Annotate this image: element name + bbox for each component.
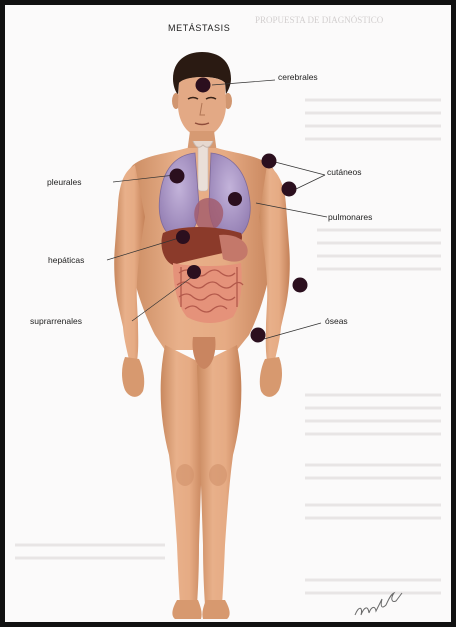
diagram-title: METÁSTASIS	[168, 23, 230, 33]
label-oseas: óseas	[325, 316, 348, 326]
metastasis-dot-hepaticas	[176, 230, 190, 244]
bleed-heading: PROPUESTA DE DIAGNÓSTICO	[255, 15, 384, 25]
metastasis-dot-cutaneos-1	[262, 154, 277, 169]
label-hepaticas: hepáticas	[48, 255, 84, 265]
metastasis-dot-oseas-2	[251, 328, 266, 343]
label-cutaneos: cutáneos	[327, 167, 362, 177]
label-pleurales: pleurales	[47, 177, 82, 187]
metastasis-dot-oseas-1	[293, 278, 308, 293]
label-pulmonares: pulmonares	[328, 212, 372, 222]
metastasis-diagram: PROPUESTA DE DIAGNÓSTICO METÁSTASIS	[5, 5, 451, 622]
label-suprarrenales: suprarrenales	[30, 316, 82, 326]
metastasis-dot-pleurales	[170, 169, 185, 184]
metastasis-dot-cutaneos-2	[282, 182, 297, 197]
metastasis-dot-cerebrales	[196, 78, 211, 93]
metastasis-dot-pulmonares	[228, 192, 242, 206]
metastasis-dot-suprarrenales	[187, 265, 201, 279]
label-cerebrales: cerebrales	[278, 72, 318, 82]
artist-signature	[355, 593, 402, 615]
